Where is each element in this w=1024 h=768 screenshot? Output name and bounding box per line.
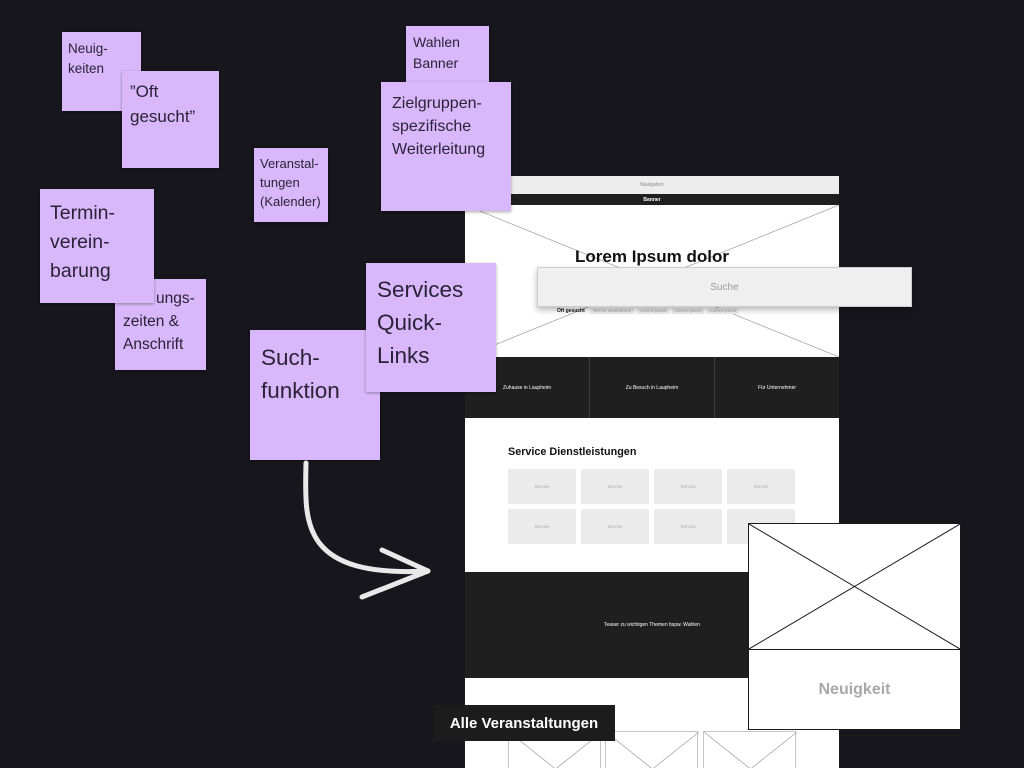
- note-line: Banner: [413, 55, 459, 71]
- note-line: spezifische: [392, 118, 472, 135]
- note-line: Quick-: [377, 310, 443, 335]
- audience-link-residents[interactable]: Zuhause in Laupheim: [502, 384, 552, 391]
- navigation-label: Navigation: [640, 182, 664, 188]
- note-line: Such-: [261, 345, 320, 370]
- hero-title: Lorem Ipsum dolor: [575, 247, 729, 266]
- image-placeholder-icon: [749, 524, 960, 649]
- event-image-placeholder[interactable]: [703, 731, 797, 768]
- quick-links-row: Oft gesucht Termin vereinbaren Lorem ips…: [557, 308, 740, 314]
- service-tile[interactable]: Service: [654, 469, 722, 504]
- teaser-text: Teaser zu wichtigen Themen bspw. Wahlen: [604, 622, 700, 628]
- news-image-placeholder: [749, 524, 960, 650]
- audience-link-visitors[interactable]: Zu Besuch in Laupheim: [589, 357, 714, 418]
- note-line: gesucht”: [130, 107, 196, 126]
- note-line: tungen: [260, 175, 300, 190]
- all-events-button[interactable]: Alle Veranstaltungen: [433, 705, 615, 741]
- note-line: Neuig-: [68, 41, 108, 56]
- sticky-note-oft-gesucht: ”Oft gesucht”: [122, 71, 219, 168]
- audience-link-business[interactable]: Für Unternehmer: [714, 357, 839, 418]
- sticky-note-suchfunktion: Such- funktion: [250, 330, 380, 460]
- note-line: Termin-: [50, 202, 116, 224]
- note-line: keiten: [68, 61, 105, 76]
- sticky-note-zielgruppen: Zielgruppen- spezifische Weiterleitung: [381, 82, 511, 211]
- image-placeholder-icon: [606, 732, 699, 768]
- quick-links-label: Oft gesucht: [557, 308, 585, 314]
- event-image-placeholder[interactable]: [605, 731, 699, 768]
- note-line: Veranstal-: [260, 156, 319, 171]
- navigation-bar[interactable]: Navigation: [465, 176, 839, 194]
- search-input[interactable]: [537, 267, 912, 307]
- news-card[interactable]: Neuigkeit: [748, 523, 961, 730]
- quick-link-chip[interactable]: Termin vereinbaren: [589, 308, 635, 314]
- service-tile[interactable]: Service: [654, 509, 722, 544]
- note-line: zeiten &: [123, 313, 180, 330]
- note-line: ungs-: [156, 290, 195, 307]
- note-line: Services: [377, 277, 464, 302]
- note-line: barung: [50, 260, 111, 282]
- service-tile[interactable]: Service: [508, 509, 576, 544]
- service-tile[interactable]: Service: [727, 469, 795, 504]
- service-tile[interactable]: Service: [581, 469, 649, 504]
- note-line: Links: [377, 343, 430, 368]
- audience-links-strip: Zuhause in Laupheim Zu Besuch in Lauphei…: [465, 357, 839, 418]
- note-line: (Kalender): [260, 194, 321, 209]
- quick-link-chip[interactable]: Lorem ipsum: [707, 308, 740, 314]
- sticky-note-services: Services Quick- Links: [366, 263, 496, 392]
- services-heading: Service Dienstleistungen: [508, 446, 637, 458]
- curved-arrow: [303, 460, 431, 600]
- news-card-label: Neuigkeit: [818, 680, 891, 698]
- quick-link-chip[interactable]: Lorem ipsum: [637, 308, 670, 314]
- note-line: Zielgruppen-: [392, 95, 482, 112]
- service-tile[interactable]: Service: [508, 469, 576, 504]
- banner-bar[interactable]: Banner: [465, 194, 839, 205]
- quick-link-chip[interactable]: Lorem ipsum: [672, 308, 705, 314]
- note-line: Anschrift: [123, 336, 184, 353]
- note-line: Wahlen: [413, 34, 460, 50]
- image-placeholder-icon: [704, 732, 797, 768]
- sticky-note-veranstaltungen: Veranstal- tungen (Kalender): [254, 148, 328, 222]
- note-line: funktion: [261, 378, 340, 403]
- banner-label: Banner: [643, 196, 661, 203]
- service-tile[interactable]: Service: [581, 509, 649, 544]
- note-line: verein-: [50, 231, 110, 253]
- sticky-note-wahlen-banner: Wahlen Banner: [406, 26, 489, 84]
- sticky-note-termin: Termin- verein- barung: [40, 189, 154, 303]
- note-line: ”Oft: [130, 82, 159, 101]
- note-line: Weiterleitung: [392, 141, 486, 158]
